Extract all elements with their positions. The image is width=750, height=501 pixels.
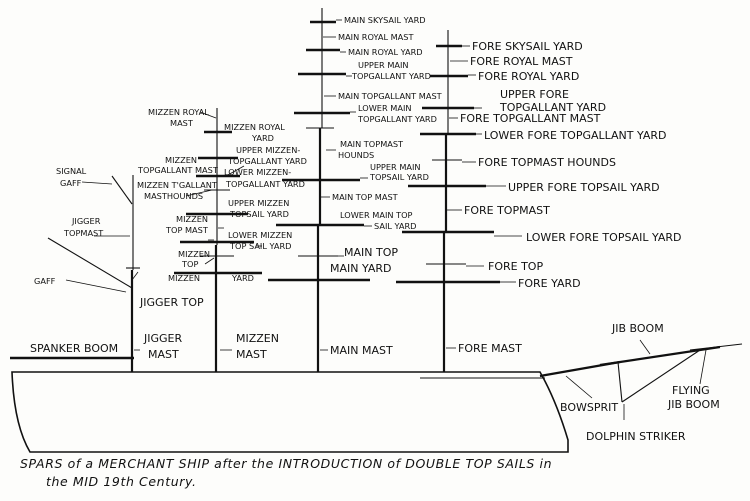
label-signal-gaff: GAFF: [60, 178, 82, 188]
label-upper-fore-topsail-yard: UPPER FORE TOPSAIL YARD: [508, 181, 660, 194]
label-mizzen-5: MIZZEN: [236, 332, 279, 345]
label-fore-top: FORE TOP: [488, 260, 543, 273]
label-lower-fore-topsail-yard: LOWER FORE TOPSAIL YARD: [526, 231, 682, 244]
label-mizzen-mast: MAST: [236, 348, 267, 361]
label-upper-main-topgallant-yard: TOPGALLANT YARD: [351, 71, 431, 81]
label-dolphin-striker: DOLPHIN STRIKER: [586, 430, 686, 443]
label-upper-mizzen: UPPER MIZZEN-: [236, 145, 300, 155]
label-lower-main-topgallant-yard: TOPGALLANT YARD: [357, 114, 437, 124]
label-upper-fore-topgallant-yard: TOPGALLANT YARD: [499, 101, 606, 114]
label-gaff: GAFF: [34, 276, 56, 286]
label-mizzen-topgallant-mast: TOPGALLANT MAST: [137, 165, 219, 175]
label-upper-fore: UPPER FORE: [500, 88, 569, 101]
martingale-stay: [621, 349, 701, 403]
label-jigger: JIGGER: [71, 216, 101, 226]
label-lower-mizzen-top-sail-yard: TOP SAIL YARD: [229, 241, 291, 251]
label-upper-mizzen-topsail-yard: TOPSAIL YARD: [229, 209, 289, 219]
label-fore-royal-mast: FORE ROYAL MAST: [470, 55, 573, 68]
label-lower-main-top: LOWER MAIN TOP: [340, 210, 413, 220]
label-mizzen-3: MIZZEN: [178, 249, 210, 259]
label-main-topmast: MAIN TOPMAST: [340, 139, 404, 149]
label-flying: FLYING: [672, 384, 710, 397]
label-lower-mizzen-topgallant-yard: TOPGALLANT YARD: [225, 179, 305, 189]
caption-line-2: the MID 19th Century.: [46, 474, 197, 489]
label-mizzen-yard: YARD: [231, 273, 254, 283]
label-upper-main: UPPER MAIN: [358, 60, 409, 70]
hull: [11, 371, 569, 453]
label-mizzen-royal-mast: MAST: [170, 118, 194, 128]
label-mizzen-royal: MIZZEN ROYAL: [148, 107, 209, 117]
label-mizzen-2: MIZZEN: [176, 214, 208, 224]
label-masthounds: MASTHOUNDS: [144, 191, 203, 201]
label-upper-mizzen-topgallant-yard: TOPGALLANT YARD: [227, 156, 307, 166]
label-main-yard: MAIN YARD: [330, 262, 392, 275]
label-main-royal-yard: MAIN ROYAL YARD: [348, 47, 423, 57]
label-mizzen-top-mast: TOP MAST: [165, 225, 209, 235]
label-main-hounds: HOUNDS: [338, 150, 374, 160]
label-upper-main-2: UPPER MAIN: [370, 162, 421, 172]
label-fore-skysail-yard: FORE SKYSAIL YARD: [472, 40, 583, 53]
label-lower-fore-topgallant-yard: LOWER FORE TOPGALLANT YARD: [484, 129, 666, 142]
label-main-top-mast: MAIN TOP MAST: [332, 192, 399, 202]
label-jigger-topmast: TOPMAST: [63, 228, 104, 238]
label-fore-royal-yard: FORE ROYAL YARD: [478, 70, 579, 83]
dolphin-striker-spar: [617, 361, 623, 403]
label-main-top: MAIN TOP: [344, 246, 398, 259]
label-upper-mizzen-2: UPPER MIZZEN: [228, 198, 289, 208]
label-fore-mast: FORE MAST: [458, 342, 522, 355]
label-main-skysail-yard: MAIN SKYSAIL YARD: [344, 15, 426, 25]
caption-line-1: SPARS of a MERCHANT SHIP after the INTRO…: [20, 456, 552, 471]
label-jigger-top: JIGGER TOP: [139, 296, 204, 309]
label-lower-main-sail-yard: SAIL YARD: [374, 221, 417, 231]
label-main-mast: MAIN MAST: [330, 344, 393, 357]
label-jigger-2: JIGGER: [143, 332, 182, 345]
gaff-spar: [47, 237, 133, 289]
label-lower-main: LOWER MAIN: [358, 103, 411, 113]
label-mizzen: MIZZEN: [165, 155, 197, 165]
label-flying-jib-boom: JIB BOOM: [667, 398, 720, 411]
label-fore-topmast: FORE TOPMAST: [464, 204, 550, 217]
label-jigger-mast: MAST: [148, 348, 179, 361]
label-mizzen-royal-yard: YARD: [251, 133, 274, 143]
label-bowsprit: BOWSPRIT: [560, 401, 618, 414]
label-mizzen-top: TOP: [181, 259, 198, 269]
label-main-royal-mast: MAIN ROYAL MAST: [338, 32, 414, 42]
flying-jib-boom-spar: [689, 343, 743, 351]
label-lower-mizzen-2: LOWER MIZZEN: [228, 230, 292, 240]
label-spanker-boom: SPANKER BOOM: [30, 342, 118, 355]
label-mizzen-royal-2: MIZZEN ROYAL: [224, 122, 285, 132]
leader-lines: [65, 19, 707, 420]
label-upper-main-topsail-yard: TOPSAIL YARD: [369, 172, 429, 182]
label-fore-yard: FORE YARD: [518, 277, 581, 290]
label-jib-boom: JIB BOOM: [611, 322, 664, 335]
label-mizzen-tgallant: MIZZEN T'GALLANT: [137, 180, 218, 190]
label-main-topgallant-mast: MAIN TOPGALLANT MAST: [338, 91, 443, 101]
label-fore-topgallant-mast: FORE TOPGALLANT MAST: [460, 112, 601, 125]
signal-gaff-spar: [111, 175, 133, 205]
label-lower-mizzen: LOWER MIZZEN-: [224, 167, 291, 177]
label-signal: SIGNAL: [56, 166, 87, 176]
label-mizzen-4: MIZZEN: [168, 273, 200, 283]
label-fore-topmast-hounds: FORE TOPMAST HOUNDS: [478, 156, 616, 169]
